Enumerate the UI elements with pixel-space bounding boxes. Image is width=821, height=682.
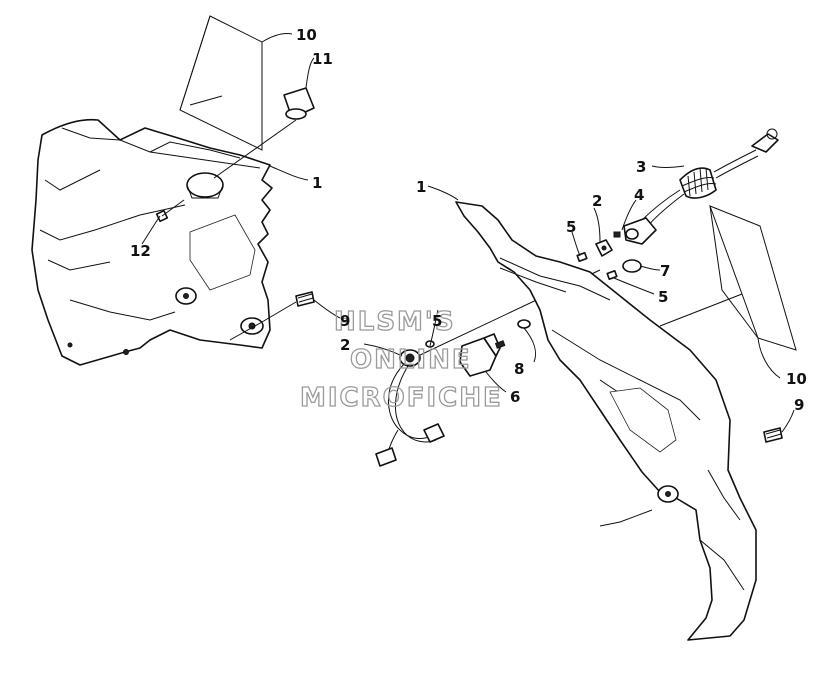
screw-9-left <box>229 291 315 341</box>
callout-9-left: 9 <box>340 312 350 330</box>
decal-plane-right <box>709 205 797 351</box>
watermark-line-2: ONLINE <box>350 345 472 375</box>
callout-5-upper: 5 <box>566 218 576 236</box>
callout-5-right: 5 <box>658 288 668 306</box>
wire-connector-a <box>423 423 445 443</box>
callout-2-right: 2 <box>592 192 602 210</box>
callout-3: 3 <box>636 158 646 176</box>
callout-6: 6 <box>510 388 520 406</box>
callout-12: 12 <box>130 242 151 260</box>
callout-2-left: 2 <box>340 336 350 354</box>
tether-cord-3 <box>639 128 779 229</box>
callout-1-right: 1 <box>416 178 426 196</box>
callout-10-right: 10 <box>786 370 807 388</box>
callouts: 10 11 1 12 9 2 1 3 2 4 5 7 5 5 8 6 10 9 <box>130 26 807 414</box>
callout-10-left: 10 <box>296 26 317 44</box>
callout-7: 7 <box>660 262 670 280</box>
mount-boss-left <box>186 172 224 198</box>
callout-9-right: 9 <box>794 396 804 414</box>
watermark: HLSM'S ONLINE MICROFICHE <box>299 306 503 413</box>
o-ring-7 <box>622 259 642 273</box>
side-panel-body-right <box>455 201 757 641</box>
vent-grille-left <box>189 214 256 291</box>
switch-harness <box>375 269 601 467</box>
callout-5-center: 5 <box>432 312 442 330</box>
decal-plane-left <box>179 15 263 151</box>
screw-9-right <box>763 427 783 443</box>
grommet-11 <box>213 87 315 179</box>
watermark-line-3: MICROFICHE <box>300 383 503 413</box>
right-side-panel <box>455 201 797 641</box>
leader-lines <box>141 33 795 433</box>
vent-grille-right <box>609 387 677 453</box>
watermark-line-1: HLSM'S <box>334 307 456 337</box>
callout-1-left: 1 <box>312 174 322 192</box>
left-side-panel <box>31 15 273 366</box>
callout-4: 4 <box>634 186 644 204</box>
callout-11: 11 <box>312 50 333 68</box>
clip-4 <box>613 217 657 245</box>
wire-connector-b <box>375 447 397 467</box>
callout-8: 8 <box>514 360 524 378</box>
nut-2-right <box>595 239 613 257</box>
